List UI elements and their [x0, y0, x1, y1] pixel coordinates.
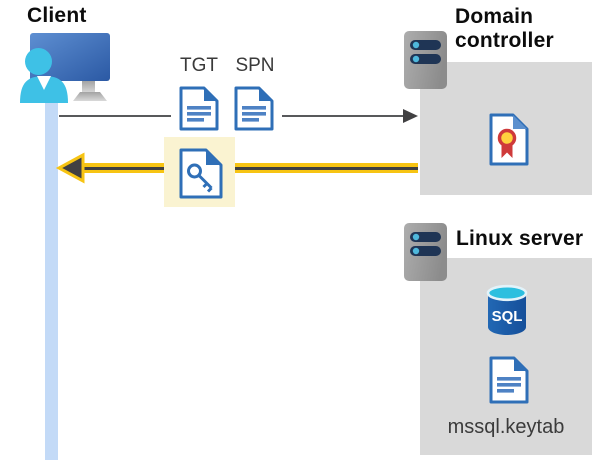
response-arrowhead-icon — [55, 152, 85, 184]
monitor-icon — [30, 33, 110, 101]
keytab-label: mssql.keytab — [447, 416, 565, 438]
client-label: Client — [27, 4, 87, 27]
sql-badge-label: SQL — [492, 308, 523, 325]
tgt-label: TGT — [180, 55, 218, 76]
request-arrowhead-icon — [403, 109, 418, 123]
certificate-icon — [489, 113, 529, 166]
response-arrow-core — [72, 166, 418, 170]
spn-document-icon — [234, 86, 274, 131]
person-icon — [20, 48, 68, 103]
linux-server-icon — [404, 223, 447, 281]
domain-controller-label: Domain controller — [455, 5, 554, 52]
domain-controller-server-icon — [404, 31, 447, 89]
linux-server-label: Linux server — [456, 227, 584, 250]
client-lifeline — [45, 94, 58, 460]
spn-label: SPN — [235, 55, 275, 76]
tgt-document-icon — [179, 86, 219, 131]
sql-database-icon: SQL — [486, 284, 528, 335]
keytab-document-icon — [489, 356, 529, 404]
client-workstation-icon — [20, 33, 110, 103]
response-arrow-line — [72, 163, 418, 173]
key-document-icon — [179, 148, 223, 199]
